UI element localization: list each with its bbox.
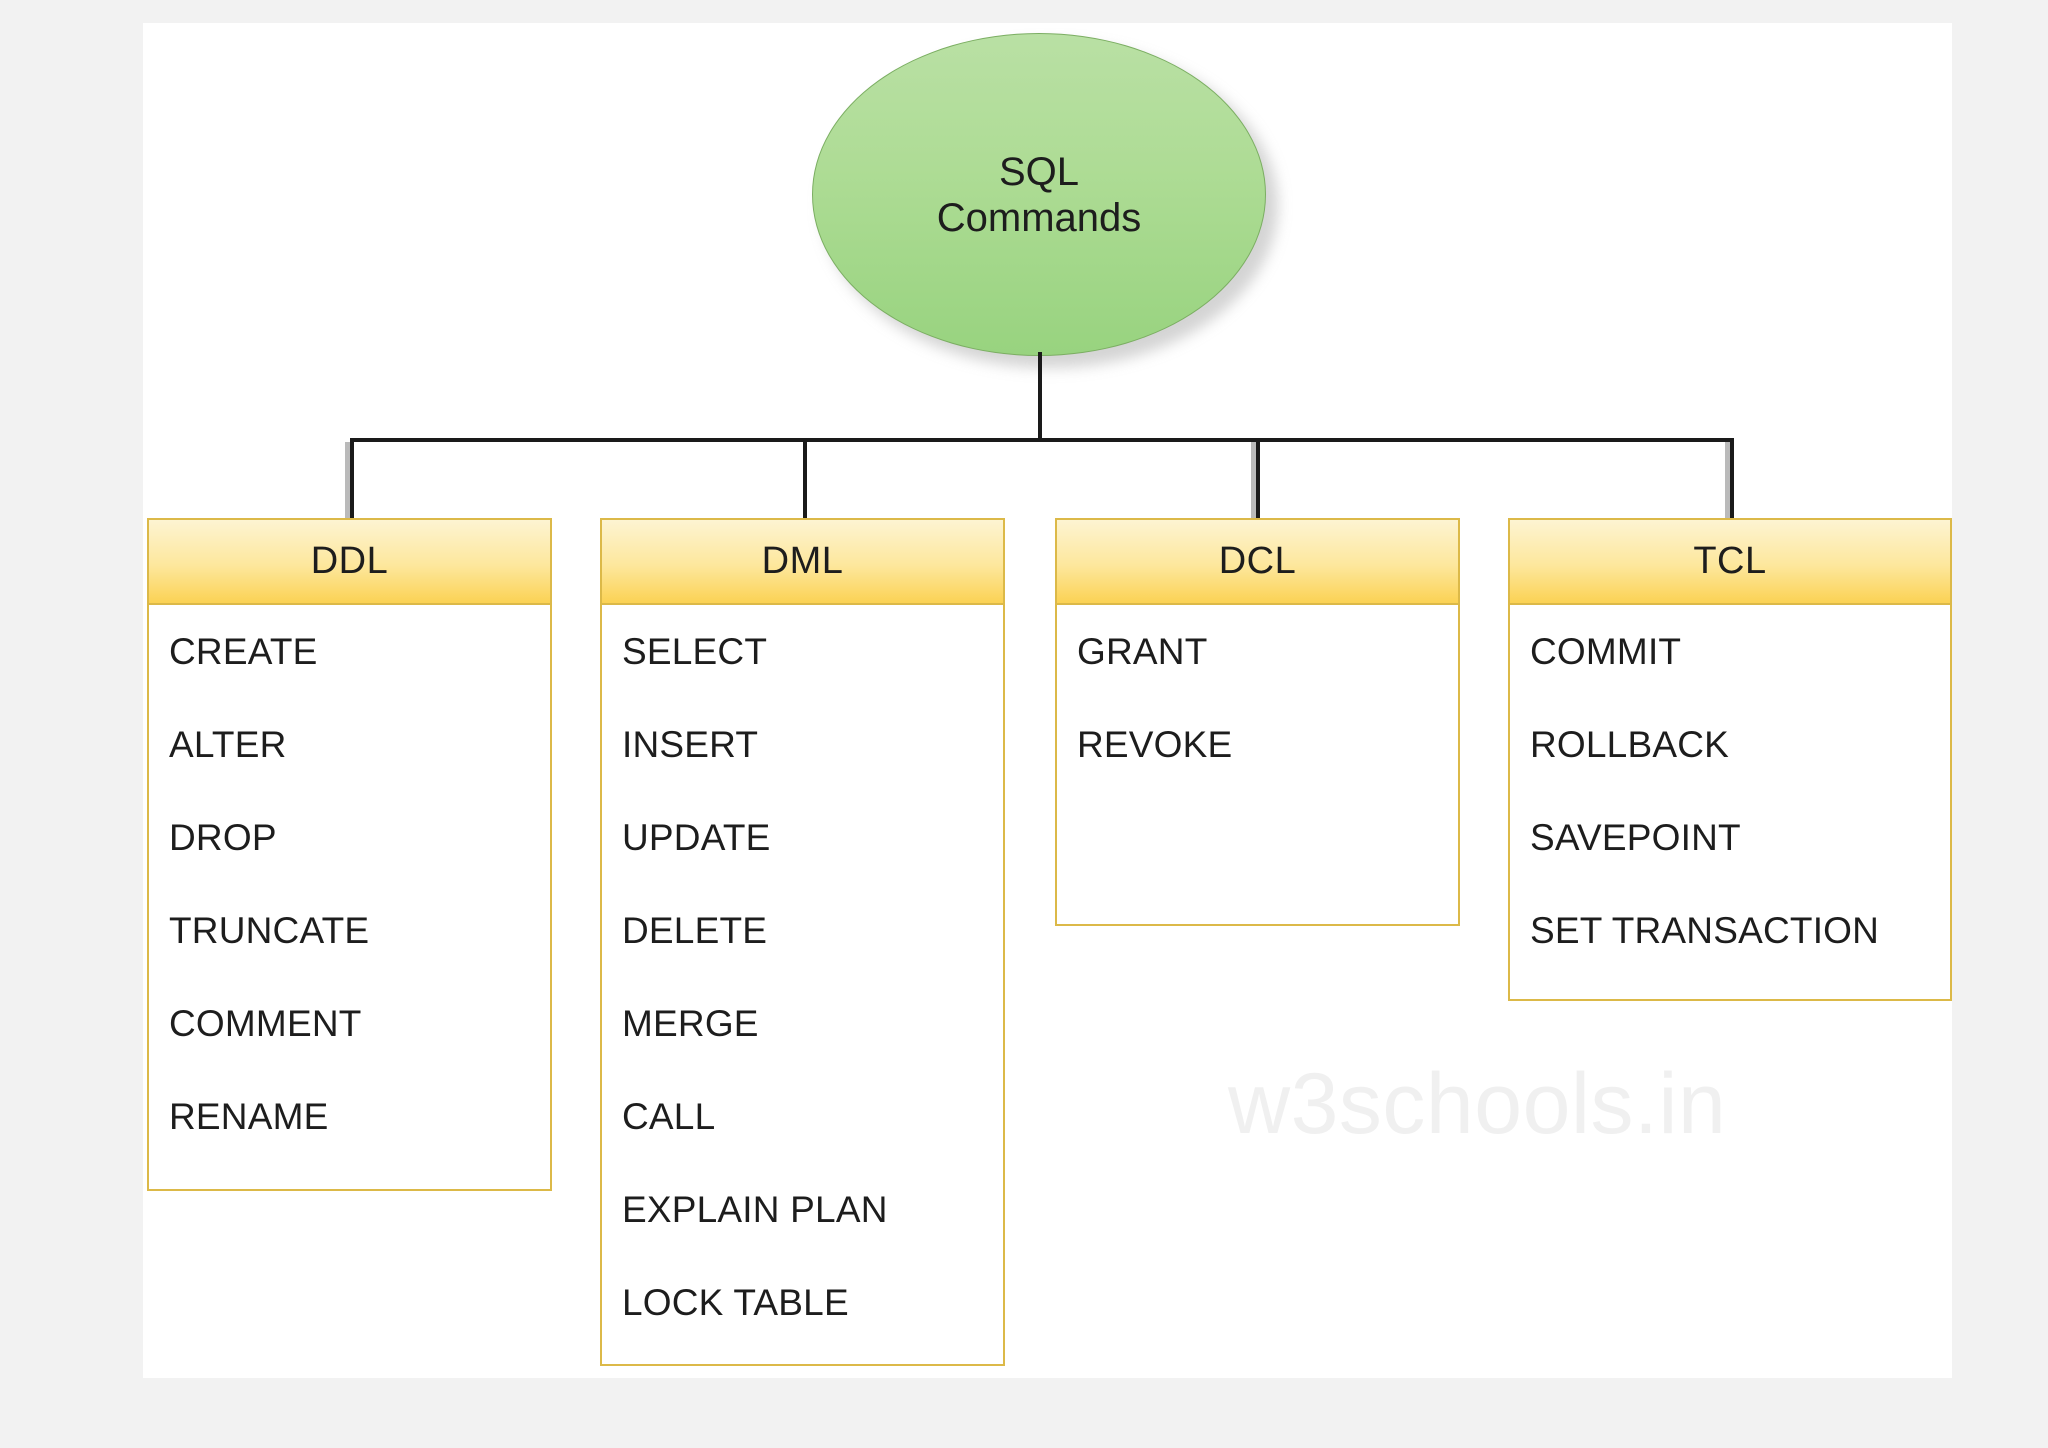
list-item[interactable]: CREATE bbox=[169, 631, 318, 672]
connector-drop-dml bbox=[803, 438, 807, 520]
list-item[interactable]: REVOKE bbox=[1077, 724, 1233, 765]
category-box-ddl[interactable]: DDL CREATE ALTER DROP TRUNCATE COMMENT R… bbox=[147, 518, 552, 1191]
connector-stem bbox=[1038, 352, 1042, 442]
list-item[interactable]: COMMIT bbox=[1530, 631, 1682, 672]
list-item[interactable]: COMMENT bbox=[169, 1003, 362, 1044]
root-node-ellipse bbox=[812, 33, 1266, 356]
list-item[interactable]: DROP bbox=[169, 817, 277, 858]
connector-bus bbox=[350, 438, 1732, 442]
category-title-ddl: DDL bbox=[310, 540, 389, 582]
list-item[interactable]: SAVEPOINT bbox=[1530, 817, 1741, 858]
category-title-dml: DML bbox=[761, 540, 844, 582]
category-body-dml: SELECT INSERT UPDATE DELETE MERGE CALL E… bbox=[602, 605, 1003, 1377]
connector-drop-dcl-shadow bbox=[1251, 442, 1256, 520]
list-item[interactable]: SELECT bbox=[622, 631, 768, 672]
category-box-tcl[interactable]: TCL COMMIT ROLLBACK SAVEPOINT SET TRANSA… bbox=[1508, 518, 1952, 1001]
category-header-ddl: DDL bbox=[149, 520, 550, 605]
watermark-text: w3schools.in bbox=[1228, 1056, 1727, 1152]
list-item[interactable]: UPDATE bbox=[622, 817, 771, 858]
root-node-sql-commands[interactable]: SQL Commands bbox=[812, 33, 1278, 368]
connector-drop-tcl-shadow bbox=[1725, 442, 1730, 520]
category-body-tcl: COMMIT ROLLBACK SAVEPOINT SET TRANSACTIO… bbox=[1510, 605, 1950, 1005]
connector-drop-ddl-shadow bbox=[345, 442, 350, 520]
connector-drop-dcl bbox=[1256, 438, 1260, 520]
list-item[interactable]: TRUNCATE bbox=[169, 910, 370, 951]
category-title-dcl: DCL bbox=[1218, 540, 1297, 582]
list-item[interactable]: GRANT bbox=[1077, 631, 1208, 672]
category-box-dcl[interactable]: DCL GRANT REVOKE bbox=[1055, 518, 1460, 926]
list-item[interactable]: MERGE bbox=[622, 1003, 759, 1044]
list-item[interactable]: CALL bbox=[622, 1096, 716, 1137]
list-item[interactable]: ROLLBACK bbox=[1530, 724, 1730, 765]
list-item[interactable]: DELETE bbox=[622, 910, 768, 951]
list-item[interactable]: INSERT bbox=[622, 724, 759, 765]
list-item[interactable]: EXPLAIN PLAN bbox=[622, 1189, 888, 1230]
category-body-dcl: GRANT REVOKE bbox=[1057, 605, 1458, 819]
connector-drop-ddl bbox=[350, 438, 354, 520]
category-header-dcl: DCL bbox=[1057, 520, 1458, 605]
list-item[interactable]: RENAME bbox=[169, 1096, 329, 1137]
list-item[interactable]: LOCK TABLE bbox=[622, 1282, 849, 1323]
connector-drop-tcl bbox=[1730, 438, 1734, 520]
category-body-ddl: CREATE ALTER DROP TRUNCATE COMMENT RENAM… bbox=[149, 605, 550, 1191]
category-box-dml[interactable]: DML SELECT INSERT UPDATE DELETE MERGE CA… bbox=[600, 518, 1005, 1366]
list-item[interactable]: ALTER bbox=[169, 724, 287, 765]
list-item[interactable]: SET TRANSACTION bbox=[1530, 910, 1880, 951]
root-node-label-line1: SQL bbox=[998, 149, 1080, 194]
category-header-dml: DML bbox=[602, 520, 1003, 605]
root-node-label-line2: Commands bbox=[936, 195, 1142, 240]
category-title-tcl: TCL bbox=[1693, 540, 1767, 582]
root-node-label: SQL Commands bbox=[812, 33, 1266, 356]
category-header-tcl: TCL bbox=[1510, 520, 1950, 605]
